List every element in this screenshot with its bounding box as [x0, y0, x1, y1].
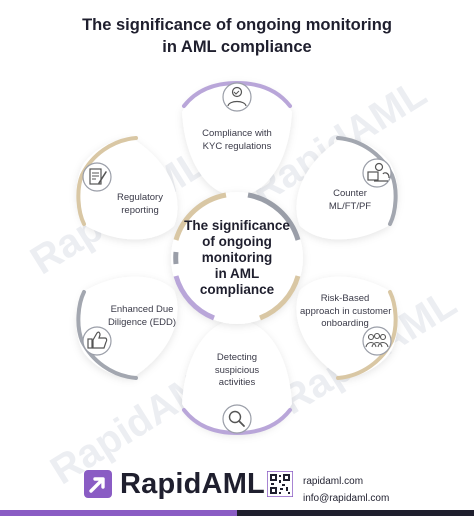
center-line: The significance	[184, 218, 290, 233]
website-link[interactable]: rapidaml.com	[303, 476, 364, 487]
petal-label-reg: Regulatory reporting	[100, 192, 180, 217]
center-ring-tan	[259, 275, 301, 321]
center-circle	[171, 192, 303, 324]
label-line: reporting	[121, 204, 159, 216]
petal-kyc	[182, 82, 292, 196]
label-line: Regulatory	[117, 192, 163, 203]
petal-label-risk: Risk-Based approach in customer onboardi…	[300, 293, 392, 331]
center-ring-gray	[247, 192, 301, 241]
center-line: compliance	[199, 282, 275, 297]
center-line: monitoring	[201, 250, 273, 265]
team-icon	[362, 326, 392, 356]
petal-label-kyc: Compliance with KYC regulations	[187, 128, 287, 153]
email-link[interactable]: info@rapidaml.com	[303, 493, 390, 504]
arc-edd	[76, 290, 138, 380]
arc-reg	[76, 136, 138, 226]
label-line: Counter	[333, 188, 367, 199]
center-title: The significance of ongoing monitoring i…	[172, 218, 302, 298]
petal-label-counter: Counter ML/FT/PF	[310, 188, 390, 213]
document-pen-icon	[82, 162, 112, 192]
label-line: suspicious	[214, 364, 260, 376]
arc-counter	[336, 136, 398, 226]
magnifier-icon	[222, 404, 252, 434]
bottom-bar-purple	[0, 510, 237, 516]
logo-mark-icon	[84, 470, 112, 498]
center-ring-purple	[173, 275, 215, 321]
footer-logo[interactable]: RapidAML	[84, 466, 265, 502]
label-line: Detecting	[216, 352, 258, 363]
user-check-icon	[222, 82, 252, 112]
label-line: activities	[218, 377, 256, 388]
center-line: of ongoing	[202, 234, 272, 249]
petal-label-detect: Detecting suspicious activities	[197, 352, 277, 390]
label-line: Enhanced Due	[110, 304, 174, 315]
title-line: in AML compliance	[162, 38, 312, 56]
label-line: approach in customer	[300, 305, 392, 317]
brand-name: RapidAML	[120, 467, 265, 500]
bottom-bar	[0, 510, 474, 516]
label-line: KYC regulations	[202, 140, 272, 152]
petal-detect	[182, 320, 292, 434]
contact-info: rapidaml.com info@rapidaml.com	[303, 473, 389, 507]
center-line: in AML	[214, 266, 260, 281]
petal-label-edd: Enhanced Due Diligence (EDD)	[102, 304, 182, 329]
qr-code-icon[interactable]	[267, 471, 293, 497]
arc-risk	[336, 290, 398, 380]
bottom-bar-dark	[237, 510, 474, 516]
label-line: ML/FT/PF	[328, 200, 372, 212]
thumbs-up-icon	[82, 326, 112, 356]
computer-worker-icon	[362, 158, 392, 188]
label-line: Compliance with	[202, 128, 272, 139]
label-line: Diligence (EDD)	[107, 316, 177, 328]
page-title: The significance of ongoing monitoring i…	[0, 14, 474, 58]
label-line: Risk-Based	[320, 293, 370, 304]
center-ring-tan	[173, 192, 227, 241]
title-line: The significance of ongoing monitoring	[82, 16, 392, 34]
label-line: onboarding	[321, 318, 369, 329]
